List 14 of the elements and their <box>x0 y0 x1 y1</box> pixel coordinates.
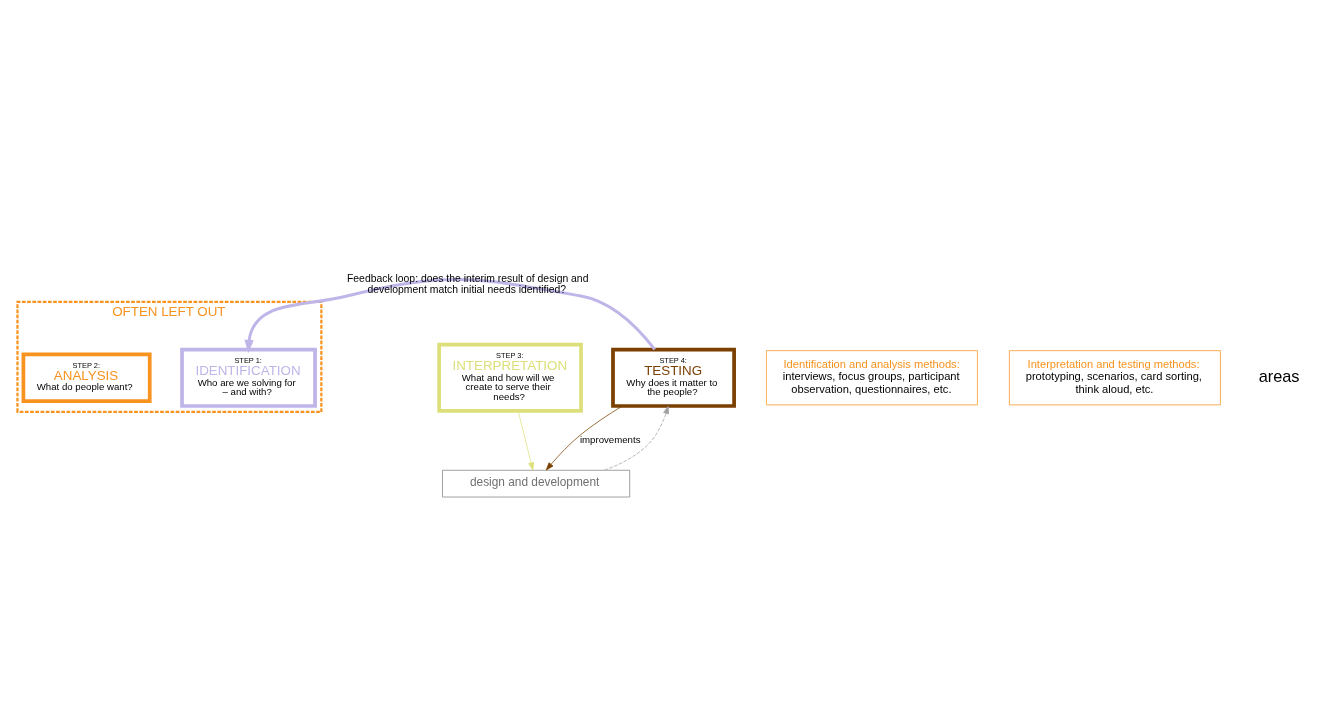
node-box: STEP 1: IDENTIFICATION Who are we solving for – and with? <box>180 347 317 408</box>
node-box: design and development <box>442 469 631 498</box>
arrow <box>604 405 669 471</box>
node-box: Identification and analysis methods: interviews, focus groups, participant observation, questionnaires, etc. <box>766 350 978 406</box>
arrow <box>517 410 534 471</box>
label: areas <box>1258 366 1300 385</box>
node-box: Interpretation and testing methods: prototyping, scenarios, card sorting, think aloud, etc. <box>1009 350 1221 406</box>
arrow <box>545 405 623 471</box>
node-box: STEP 3: INTERPRETATION What and how will we create to serve their needs? <box>437 342 583 413</box>
edge-label: improvements <box>579 434 641 446</box>
node-box: STEP 4: TESTING Why does it matter to the people? <box>611 347 736 408</box>
node-box: STEP 2: ANALYSIS What do people want? <box>21 352 152 404</box>
edge-label: Feedback loop: does the interim result of design and development match initial needs identified? <box>346 273 589 296</box>
arrow <box>244 278 656 354</box>
